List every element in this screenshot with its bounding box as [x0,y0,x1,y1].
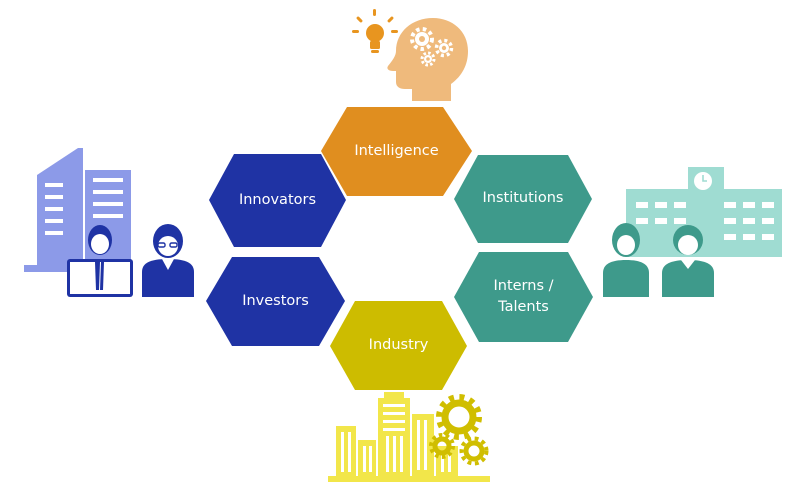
gears-icon [429,394,489,466]
hex-intelligence [321,107,472,196]
hex-innovators [209,154,346,247]
hex-investors [206,257,345,346]
hex-institutions [454,155,592,243]
business-people-icon [67,224,194,297]
city-skyline-icon [328,392,490,482]
hex-industry [330,301,467,390]
lightbulb-icon [352,9,398,53]
head-gears-icon [387,18,468,101]
students-icon [603,223,714,297]
school-building-icon [626,167,782,257]
hex-interns [454,252,593,342]
corporate-building-icon [24,148,131,272]
